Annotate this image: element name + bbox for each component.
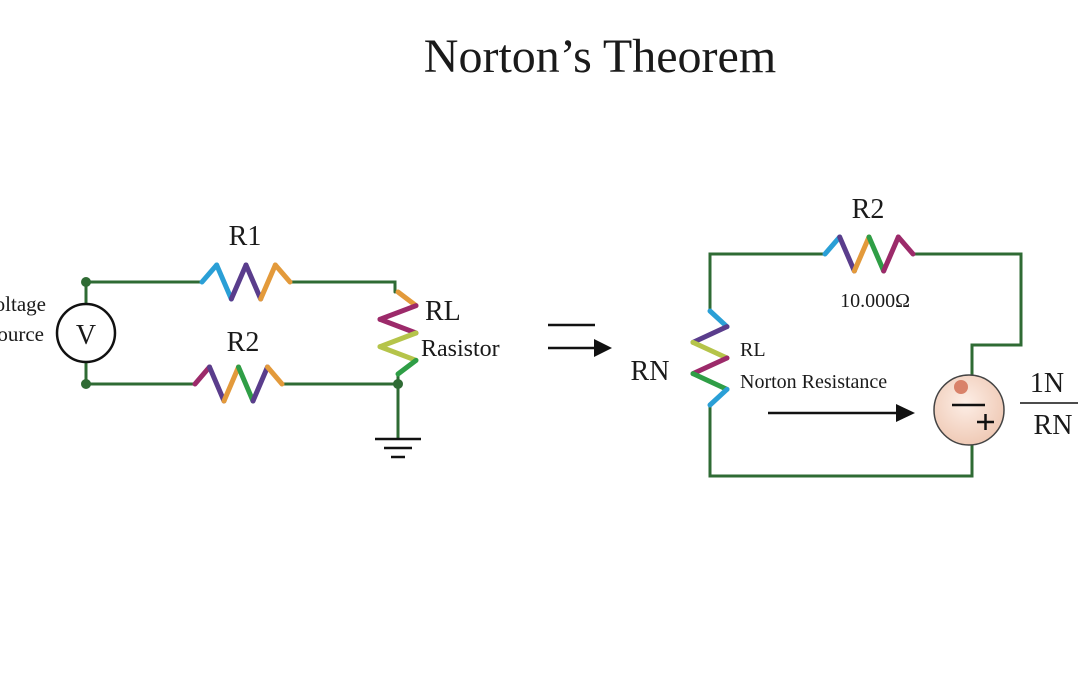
voltage-source-label-line1: Voltage xyxy=(0,292,46,316)
resistor-segment xyxy=(881,234,901,274)
resistor-segment xyxy=(866,234,887,274)
resistor-segment xyxy=(690,371,730,392)
resistor-segment xyxy=(199,262,220,285)
resistor-segment xyxy=(377,303,419,322)
resistor-segment xyxy=(377,316,419,336)
resistor-segment xyxy=(272,262,293,285)
resistor-segment xyxy=(707,308,730,330)
current-source-circle xyxy=(933,374,1005,446)
resistor-segment xyxy=(837,234,857,274)
current-source xyxy=(933,374,1005,446)
resistor-segment xyxy=(707,386,730,408)
right-rl-label: RL xyxy=(740,339,766,361)
resistor-r2 xyxy=(192,364,285,404)
resistor-segment xyxy=(690,324,730,345)
voltage-source-symbol: V xyxy=(76,320,96,351)
left-circuit: V Voltage Source R1 R2 RL Rasistor xyxy=(0,221,500,459)
voltage-source-circle xyxy=(55,302,117,364)
r1-label: R1 xyxy=(229,221,262,252)
resistor-segment xyxy=(228,262,249,302)
resistor-segment xyxy=(207,364,227,404)
resistor-segment xyxy=(690,355,730,377)
resistor-segment xyxy=(265,364,285,387)
right-r2-label: R2 xyxy=(852,194,885,225)
right-wires xyxy=(708,252,1023,478)
voltage-source-label-line2: Source xyxy=(0,322,44,346)
resistor-segment xyxy=(221,364,241,404)
resistor-segment xyxy=(192,364,212,387)
current-source-dot-icon xyxy=(954,380,968,394)
resistor-segment xyxy=(690,339,730,361)
node-dot-bottom-left xyxy=(81,379,91,389)
node-dot-bottom-right xyxy=(393,379,403,389)
resistor-segment xyxy=(214,262,234,302)
resistor-segment xyxy=(258,262,278,302)
resistor-segment xyxy=(851,234,872,274)
left-top-wire xyxy=(84,280,400,440)
rn-label: RN xyxy=(631,356,670,387)
fraction-denominator: RN xyxy=(1034,410,1073,441)
resistor-segment xyxy=(377,344,419,363)
right-rl-sublabel: Norton Resistance xyxy=(740,371,887,393)
resistor-r1 xyxy=(199,262,293,302)
resistor-segment xyxy=(895,234,916,257)
r2-label: R2 xyxy=(227,327,260,358)
ground-icon xyxy=(375,437,421,459)
resistor-segment xyxy=(250,364,270,404)
voltage-source: V xyxy=(55,302,117,364)
resistor-segment xyxy=(395,357,419,377)
resistor-segment xyxy=(822,234,843,257)
resistor-segment xyxy=(395,289,419,309)
node-dot-top-left xyxy=(81,277,91,287)
right-circuit: R2 10.000Ω RN RL Norton Resistance 1N xyxy=(631,194,1078,478)
resistor-segment xyxy=(243,262,264,302)
rl-sublabel: Rasistor xyxy=(421,336,500,362)
page-title: Norton’s Theorem xyxy=(424,30,776,83)
fraction-numerator: 1N xyxy=(1030,368,1064,399)
resistor-rl xyxy=(377,289,419,377)
current-arrow-icon xyxy=(768,404,915,422)
resistor-segment xyxy=(377,330,419,350)
equivalence-arrow-icon xyxy=(548,323,612,357)
right-r2-value: 10.000Ω xyxy=(840,290,910,312)
resistor-r2-right xyxy=(822,234,916,274)
rl-label: RL xyxy=(425,296,461,327)
resistor-segment xyxy=(236,364,256,404)
resistor-rn xyxy=(690,308,730,408)
